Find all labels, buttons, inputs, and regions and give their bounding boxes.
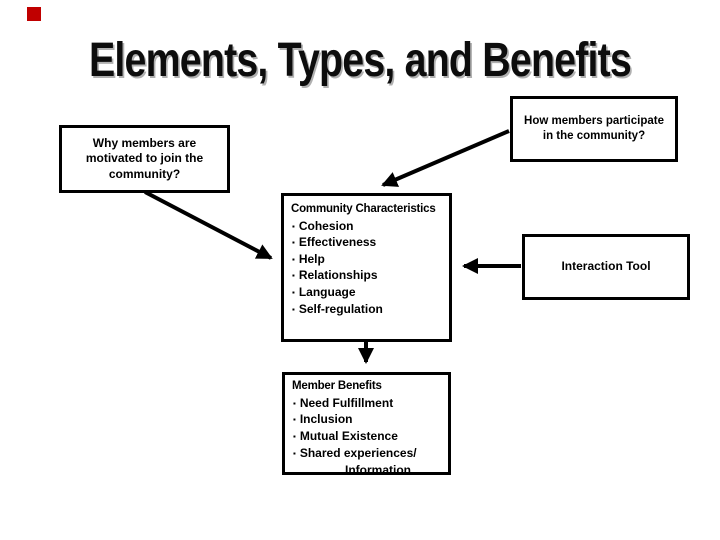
list-item: ▪Shared experiences/ <box>292 445 446 462</box>
member-benefits-title: Member Benefits <box>292 380 382 392</box>
red-accent-square <box>27 7 41 21</box>
why-members-line: Why members are <box>92 135 197 150</box>
list-item: ▪Inclusion <box>292 412 446 429</box>
bullet-icon: ▪ <box>293 432 296 442</box>
interaction-tool-label: Interaction Tool <box>561 259 651 274</box>
list-item-label: Relationships <box>298 268 378 283</box>
list-item-label: Help <box>298 251 325 266</box>
list-item-label: Mutual Existence <box>299 429 398 444</box>
benefits-wrap-line: Information <box>345 463 411 478</box>
list-item: ▪Cohesion <box>291 218 447 235</box>
list-item-label: Cohesion <box>298 218 354 233</box>
why-members-line: motivated to join the <box>85 151 204 166</box>
bullet-icon: ▪ <box>292 304 295 314</box>
how-members-line: in the community? <box>542 130 646 142</box>
list-item-label: Shared experiences/ <box>299 446 417 461</box>
how-members-box: How members participate in the community… <box>510 96 678 162</box>
list-item: ▪Need Fulfillment <box>292 395 446 412</box>
community-characteristics-list: ▪Cohesion ▪Effectiveness ▪Help ▪Relation… <box>291 218 447 318</box>
interaction-tool-box: Interaction Tool <box>522 234 690 300</box>
bullet-icon: ▪ <box>292 287 295 297</box>
bullet-icon: ▪ <box>292 221 295 231</box>
why-members-line: community? <box>108 166 181 181</box>
member-benefits-box: Member Benefits ▪Need Fulfillment ▪Inclu… <box>282 372 451 477</box>
list-item: ▪Effectiveness <box>291 235 447 252</box>
bullet-icon: ▪ <box>293 398 296 408</box>
list-item: ▪Relationships <box>291 268 447 285</box>
community-characteristics-box: Community Characteristics ▪Cohesion ▪Eff… <box>281 193 452 342</box>
list-item-label: Need Fulfillment <box>299 395 394 410</box>
list-item-label: Self-regulation <box>298 301 383 316</box>
list-item: ▪Self-regulation <box>291 301 447 318</box>
slide-title: Elements, Types, and Benefits <box>88 34 632 87</box>
list-item-label: Effectiveness <box>298 235 377 250</box>
bullet-icon: ▪ <box>292 238 295 248</box>
list-item-label: Inclusion <box>299 412 353 427</box>
list-item: ▪Language <box>291 284 447 301</box>
community-characteristics-title: Community Characteristics <box>291 203 436 215</box>
bullet-icon: ▪ <box>293 449 296 459</box>
bullet-icon: ▪ <box>292 271 295 281</box>
why-members-box: Why members are motivated to join the co… <box>59 125 230 193</box>
list-item: ▪Help <box>291 251 447 268</box>
arrow-how-to-characteristics <box>381 129 510 187</box>
how-members-line: How members participate <box>524 114 664 127</box>
bullet-icon: ▪ <box>293 415 296 425</box>
list-item: ▪Mutual Existence <box>292 429 446 446</box>
bullet-icon: ▪ <box>292 254 295 264</box>
member-benefits-list: ▪Need Fulfillment ▪Inclusion ▪Mutual Exi… <box>292 395 446 462</box>
list-item-label: Language <box>298 284 356 299</box>
arrow-why-to-characteristics <box>144 190 273 260</box>
